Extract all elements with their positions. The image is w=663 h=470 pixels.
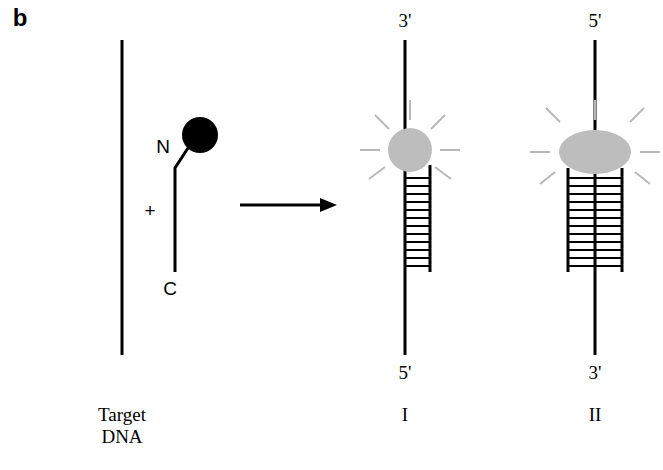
reaction-arrow <box>240 204 322 207</box>
end-label: 5' <box>589 10 602 32</box>
panel-caption: Target DNA <box>82 404 162 448</box>
terminus-label: C <box>163 278 177 300</box>
end-label: 3' <box>399 10 412 32</box>
duplex-two <box>530 40 660 355</box>
duplex-one <box>360 40 460 355</box>
panel-letter: b <box>13 4 28 32</box>
plus-sign: + <box>144 200 155 222</box>
probe-strand <box>175 148 188 272</box>
end-label: 3' <box>589 362 602 384</box>
end-label: 5' <box>399 362 412 384</box>
terminus-label: N <box>156 136 170 158</box>
arrow-head <box>320 198 337 212</box>
target-strand <box>121 40 124 355</box>
label-ball <box>182 117 218 153</box>
structure-number: II <box>589 404 602 426</box>
structure-number: I <box>402 404 408 426</box>
